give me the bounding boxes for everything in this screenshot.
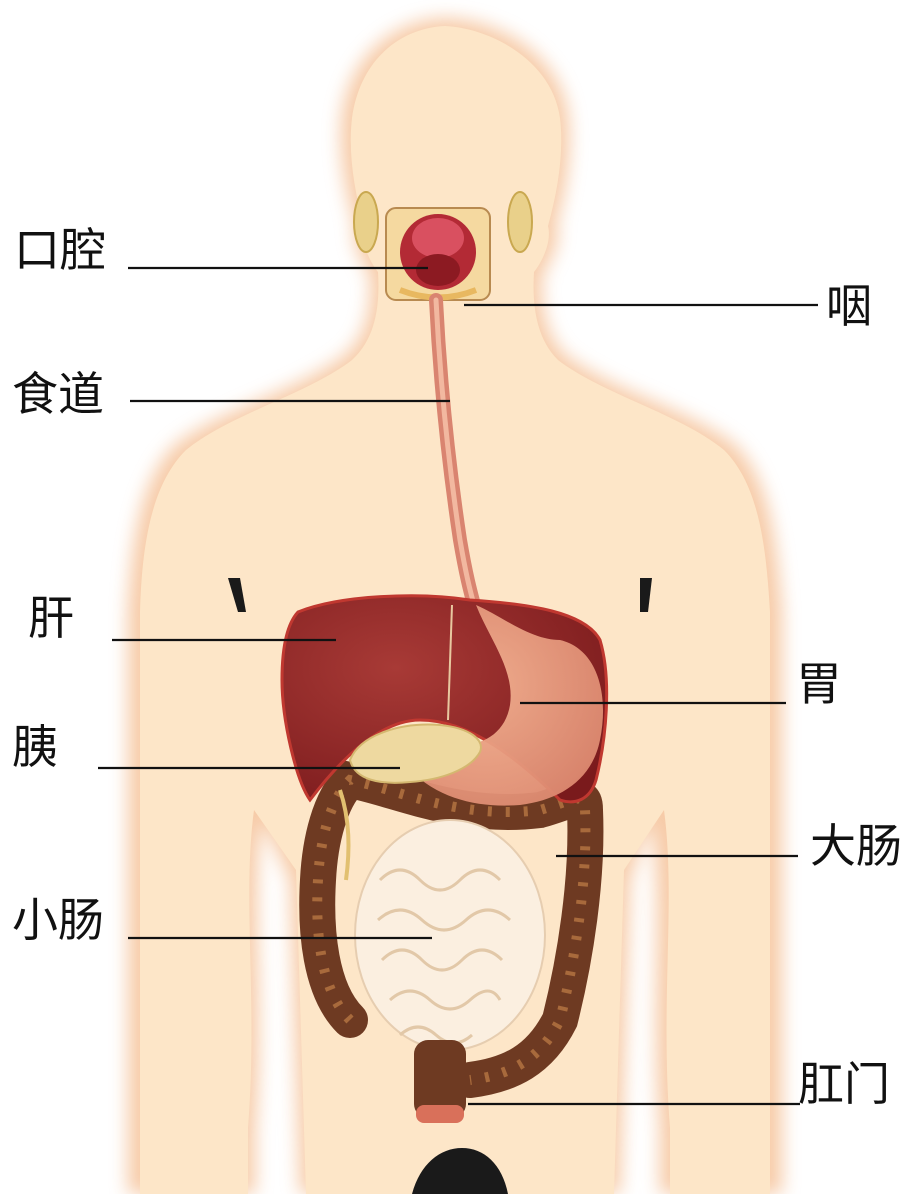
oral-cavity-illustration [386, 208, 490, 300]
label-large-intestine: 大肠 [810, 819, 902, 873]
label-anus: 肛门 [798, 1057, 890, 1111]
label-stomach: 胃 [796, 657, 842, 711]
label-liver: 肝 [28, 591, 74, 645]
label-pharynx: 咽 [826, 279, 872, 333]
label-esophagus: 食道 [12, 367, 104, 421]
label-pancreas: 胰 [12, 720, 58, 774]
small-intestine-illustration [355, 820, 545, 1050]
label-small-intestine: 小肠 [12, 893, 104, 947]
label-mouth: 口腔 [14, 223, 106, 277]
rectum-illustration [414, 1040, 466, 1123]
